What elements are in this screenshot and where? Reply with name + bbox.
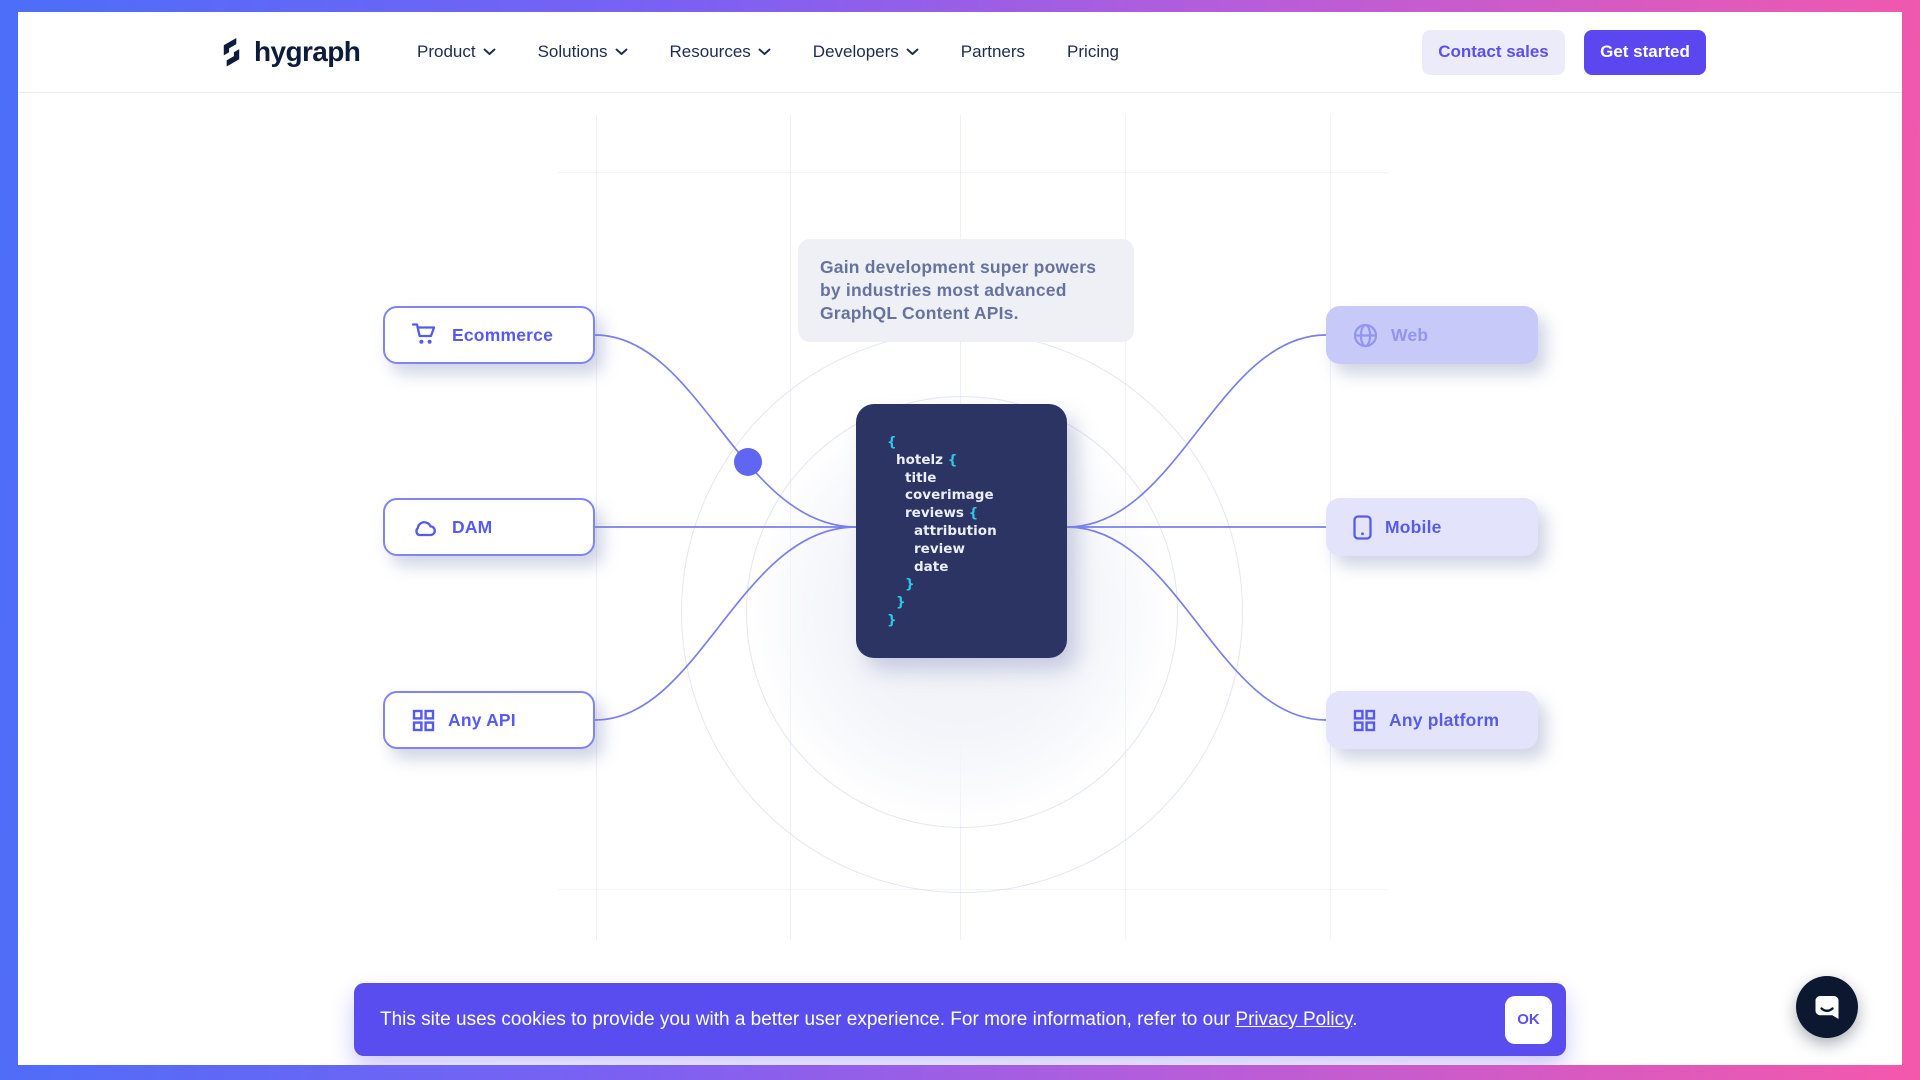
connector-dot [734,448,762,476]
connector-lines [592,334,1327,721]
card-any-platform: Any platform [1326,691,1538,749]
diagram-canvas: Gain development super powers by industr… [18,93,1902,1065]
chat-launcher-button[interactable] [1796,976,1858,1038]
chat-bubble-icon [1811,991,1843,1023]
card-label: Any platform [1389,709,1500,730]
nav-item-partners[interactable]: Partners [960,42,1026,61]
card-label: Mobile [1385,516,1442,537]
card-mobile: Mobile [1326,498,1538,556]
cookie-banner: This site uses cookies to provide you wi… [354,983,1566,1056]
navbar: hygraph Product Solutions Resources Develop… [18,12,1902,93]
cloud-icon [412,518,439,537]
nav-item-resources[interactable]: Resources [670,42,771,62]
chevron-down-icon [483,48,496,55]
card-ecommerce: Ecommerce [383,306,595,364]
tooltip: Gain development super powers by industr… [798,239,1134,342]
card-dam: DAM [383,498,595,556]
nav-item-product[interactable]: Product [417,42,496,62]
card-label: Web [1391,324,1429,345]
privacy-policy-link[interactable]: Privacy Policy [1235,1008,1353,1030]
contact-sales-button[interactable]: Contact sales [1422,29,1565,75]
phone-icon [1353,514,1372,540]
nav-item-developers[interactable]: Developers [813,42,919,62]
card-label: DAM [452,516,493,537]
nav-item-solutions[interactable]: Solutions [538,42,628,62]
chevron-down-icon [758,48,771,55]
nav-links: Product Solutions Resources Developers Partn… [417,12,1119,92]
card-any-api: Any API [383,691,595,749]
globe-icon [1353,323,1378,348]
logo-text: hygraph [254,36,361,67]
page: hygraph Product Solutions Resources Develop… [18,12,1902,1065]
cookie-message: This site uses cookies to provide you wi… [380,1008,1358,1030]
grid-line [558,172,1388,173]
card-label: Ecommerce [452,324,554,345]
nav-actions: Contact sales Get started [1422,12,1706,92]
grid-icon [1353,709,1376,732]
get-started-button[interactable]: Get started [1584,29,1706,75]
hygraph-logo-icon [218,37,245,68]
chevron-down-icon [906,48,919,55]
card-web: Web [1326,306,1538,364]
chevron-down-icon [615,48,627,55]
cart-icon [412,323,439,347]
logo[interactable]: hygraph [218,12,361,92]
card-label: Any API [448,709,516,730]
nav-item-pricing[interactable]: Pricing [1067,42,1120,61]
cookie-ok-button[interactable]: OK [1505,995,1552,1044]
grid-icon [412,709,435,732]
